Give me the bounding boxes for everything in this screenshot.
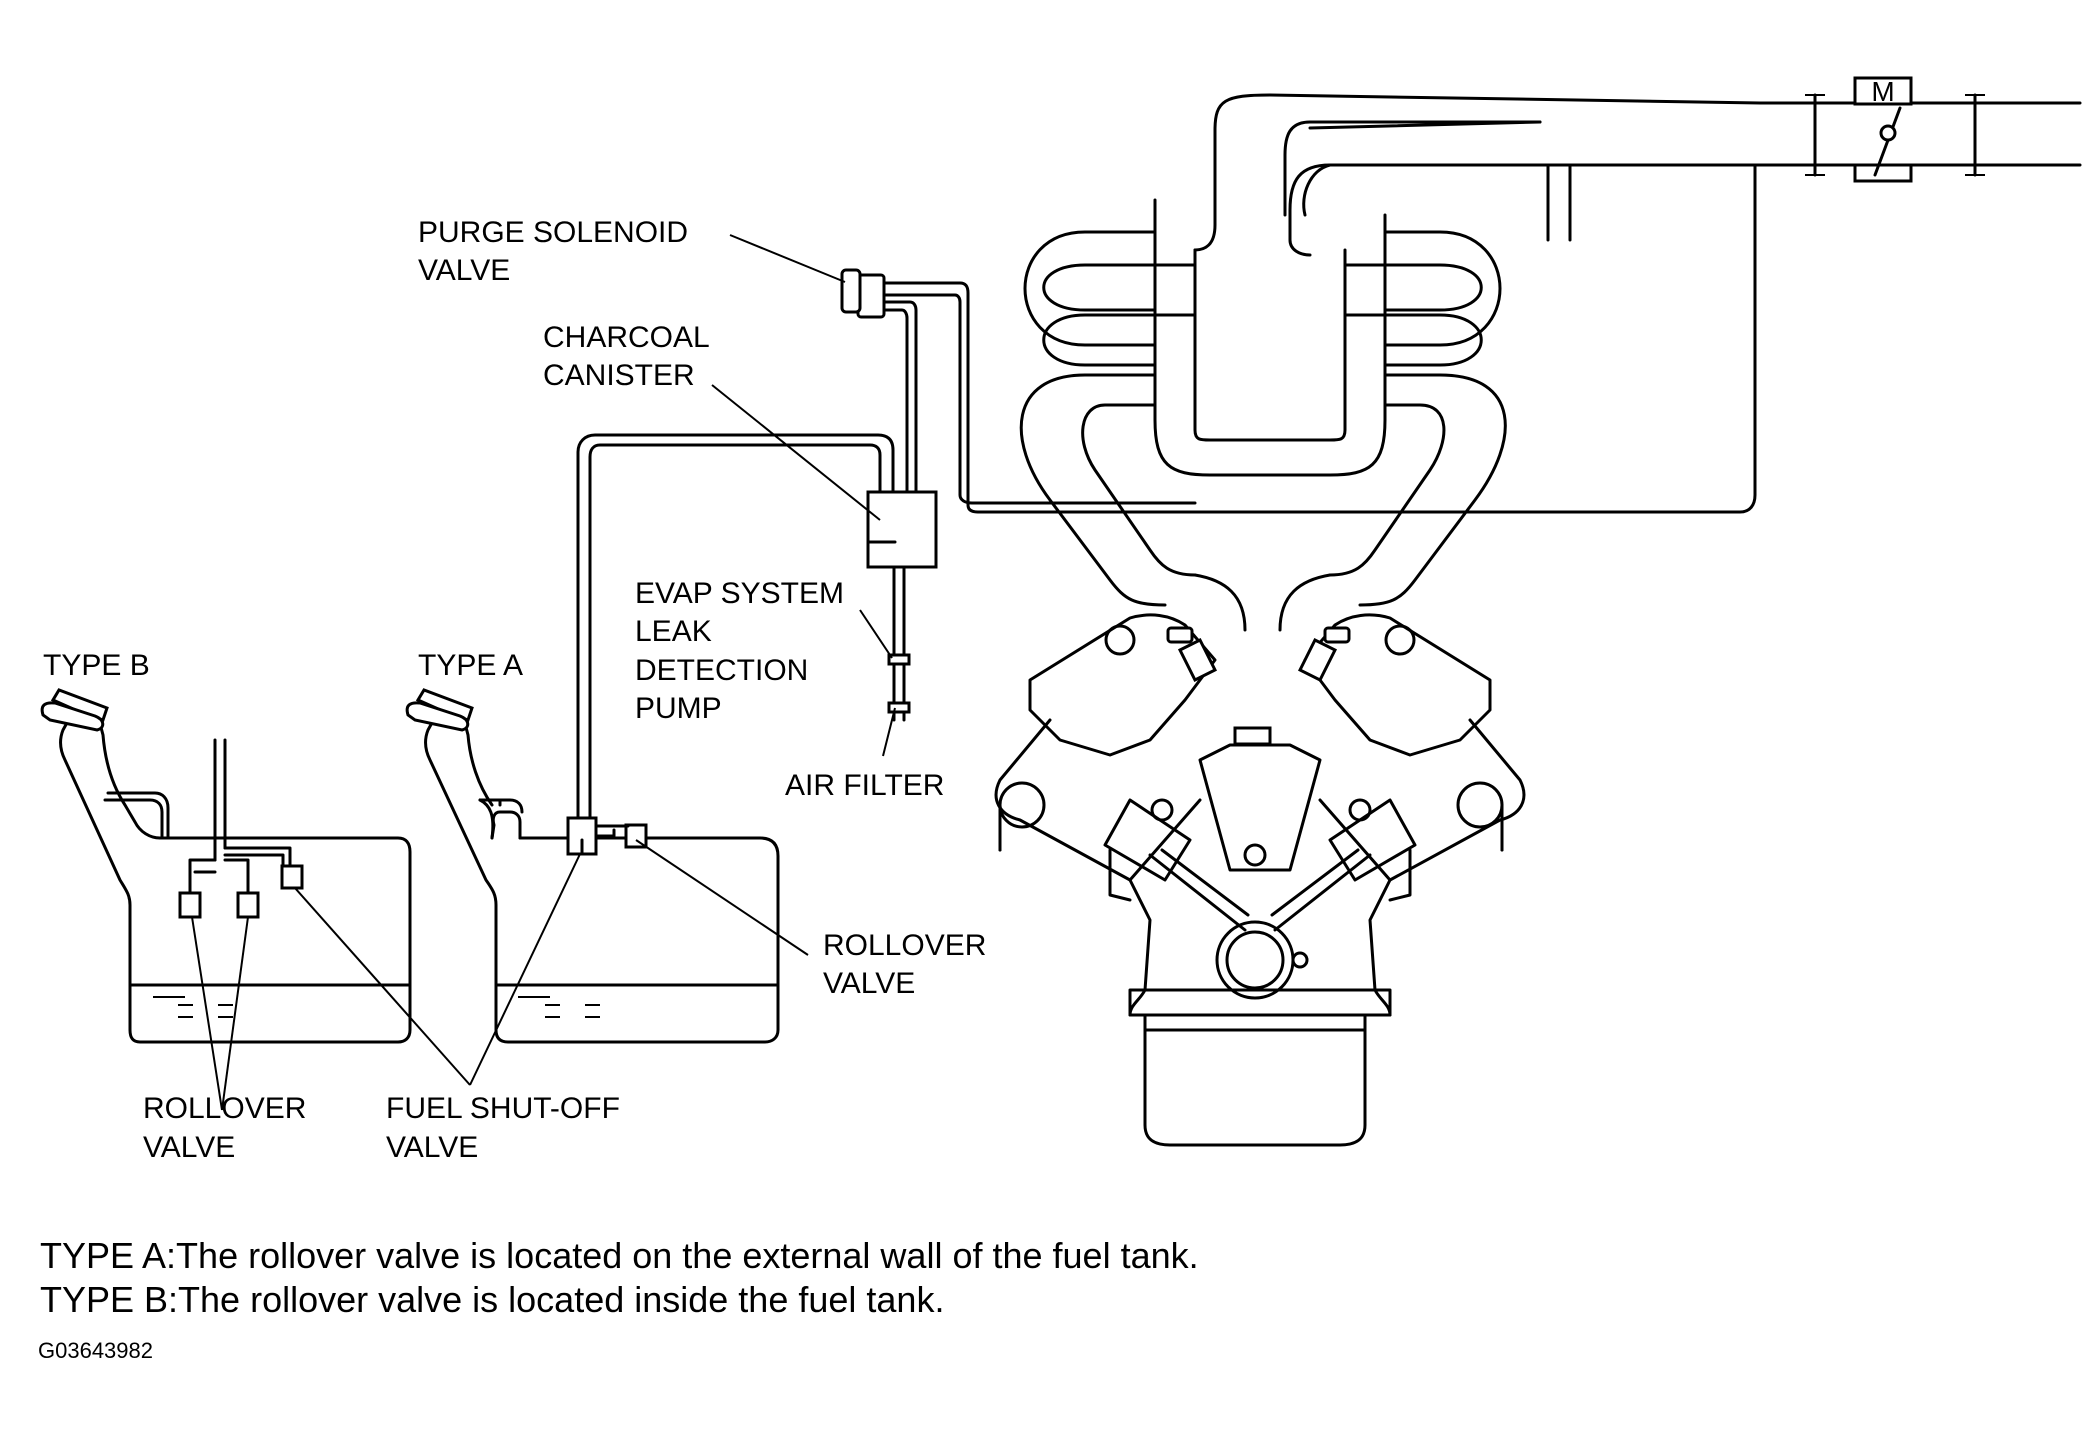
label-rollover-valve-a-line2: VALVE	[823, 967, 915, 1000]
throttle-body	[1853, 76, 1913, 183]
label-fuel-shutoff-valve-line1: FUEL SHUT-OFF	[386, 1092, 620, 1125]
type-a-rollover-valve	[566, 816, 648, 856]
note-type-b: TYPE B:The rollover valve is located ins…	[40, 1279, 944, 1320]
intake-manifold	[1019, 93, 1744, 632]
label-charcoal-canister-line2: CANISTER	[543, 359, 695, 392]
label-fuel-shutoff-valve-line2: VALVE	[386, 1131, 478, 1164]
label-evap-leak-pump-line4: PUMP	[635, 692, 722, 725]
label-rollover-valve-a-line1: ROLLOVER	[823, 929, 986, 962]
throttle-motor-label: M	[1871, 76, 1894, 107]
label-purge-solenoid-valve-line1: PURGE SOLENOID	[418, 216, 688, 249]
fuel-tank-type-a	[405, 688, 780, 1044]
type-b-internal-valves	[178, 738, 304, 919]
figure-code: G03643982	[38, 1338, 153, 1363]
label-purge-solenoid-valve: PURGE SOLENOID VALVE	[418, 216, 688, 287]
purge-solenoid-valve	[840, 268, 886, 319]
intake-air-duct	[1268, 93, 2082, 177]
label-charcoal-canister-line1: CHARCOAL	[543, 321, 710, 354]
label-purge-solenoid-valve-line2: VALVE	[418, 254, 510, 287]
label-type-b: TYPE B	[43, 649, 150, 682]
label-rollover-valve-b-line2: VALVE	[143, 1131, 235, 1164]
label-charcoal-canister: CHARCOAL CANISTER	[543, 321, 710, 392]
leader-lines	[191, 234, 896, 1111]
purge-line	[878, 163, 1757, 514]
label-air-filter: AIR FILTER	[785, 769, 944, 802]
fuel-tank-type-b	[40, 688, 412, 1044]
engine-block	[994, 613, 1526, 1147]
charcoal-canister	[866, 490, 938, 569]
vapor-line	[576, 433, 897, 820]
label-evap-leak-pump-line2: LEAK	[635, 615, 712, 648]
label-rollover-valve-b-line1: ROLLOVER	[143, 1092, 306, 1125]
label-evap-leak-pump-line3: DETECTION	[635, 654, 808, 687]
label-evap-leak-pump: EVAP SYSTEM LEAK DETECTION PUMP	[635, 577, 844, 725]
label-rollover-valve-b: ROLLOVER VALVE	[143, 1092, 306, 1164]
label-rollover-valve-a: ROLLOVER VALVE	[823, 929, 986, 1000]
label-type-a: TYPE A	[418, 649, 523, 682]
canister-vent-line	[887, 565, 911, 722]
note-type-a: TYPE A:The rollover valve is located on …	[40, 1235, 1199, 1276]
throttle-motor: M	[1871, 76, 1894, 107]
label-evap-leak-pump-line1: EVAP SYSTEM	[635, 577, 844, 610]
label-fuel-shutoff-valve: FUEL SHUT-OFF VALVE	[386, 1092, 620, 1164]
